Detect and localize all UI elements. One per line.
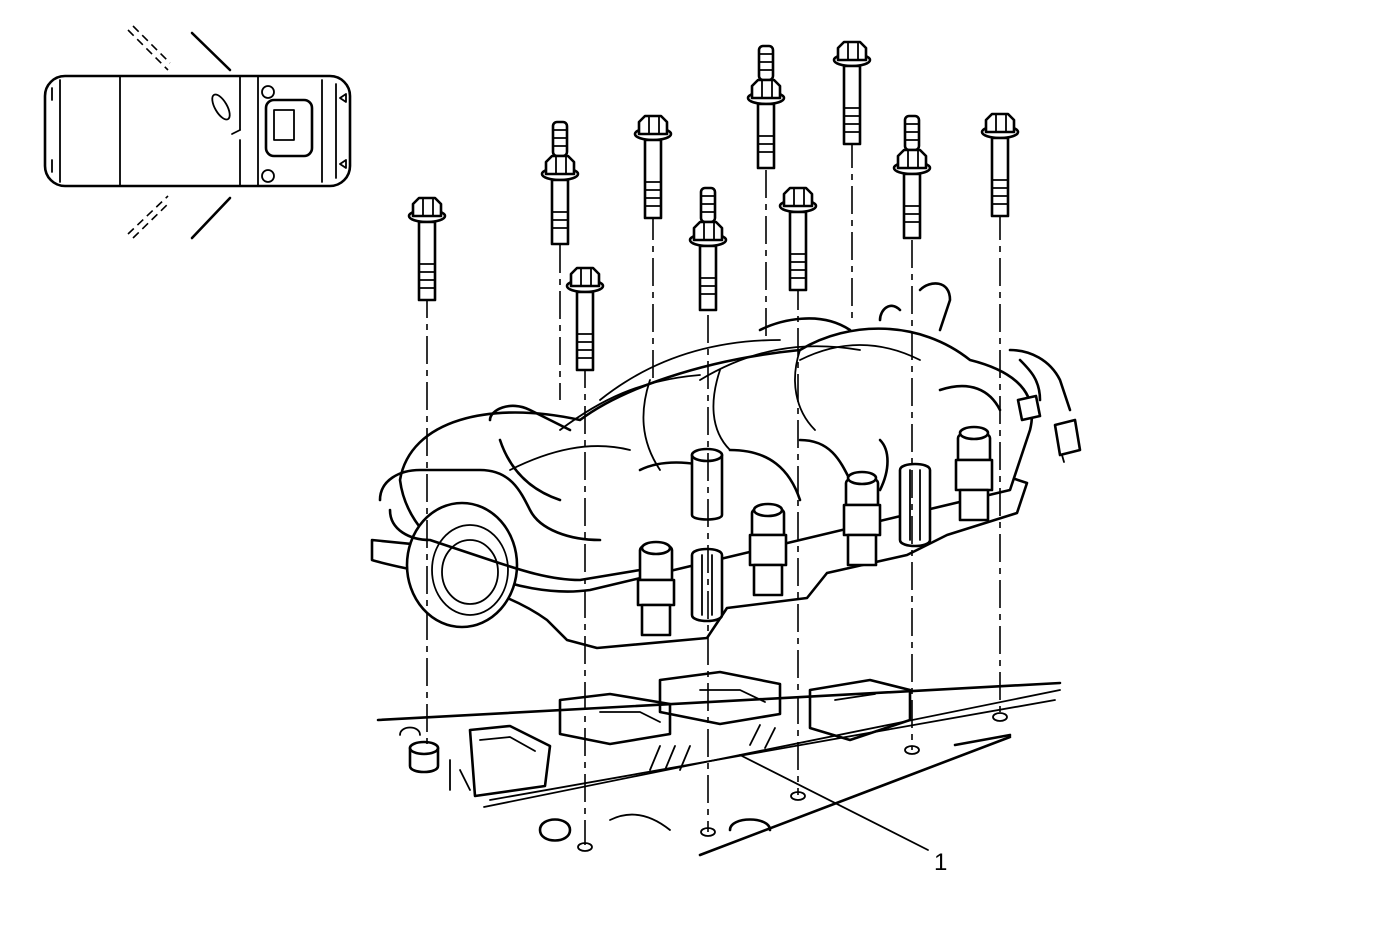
fuel-injector bbox=[636, 540, 676, 637]
fuel-injector bbox=[954, 425, 994, 522]
manifold-bolt bbox=[633, 114, 673, 220]
manifold-stud bbox=[540, 120, 580, 246]
manifold-bolt bbox=[407, 196, 447, 302]
manifold-stud bbox=[892, 114, 932, 240]
intake-manifold bbox=[370, 282, 1082, 650]
engine-orientation-inset bbox=[43, 25, 352, 240]
callout-1: 1 bbox=[739, 754, 947, 876]
bolt-alignment-lines bbox=[426, 140, 1001, 845]
bolt-holes bbox=[577, 712, 1008, 852]
callout-leader-line bbox=[739, 754, 929, 851]
manifold-bolt bbox=[832, 40, 872, 146]
manifold-bolt bbox=[778, 186, 818, 292]
manifold-bolts bbox=[407, 40, 1020, 372]
engine-block-deck bbox=[376, 670, 1062, 857]
callout-label: 1 bbox=[934, 849, 947, 876]
manifold-stud bbox=[746, 44, 786, 170]
fuel-injector bbox=[842, 470, 882, 567]
manifold-bolt bbox=[980, 112, 1020, 218]
manifold-stud bbox=[688, 186, 728, 312]
fuel-injector bbox=[748, 502, 788, 597]
manifold-bolt bbox=[565, 266, 605, 372]
